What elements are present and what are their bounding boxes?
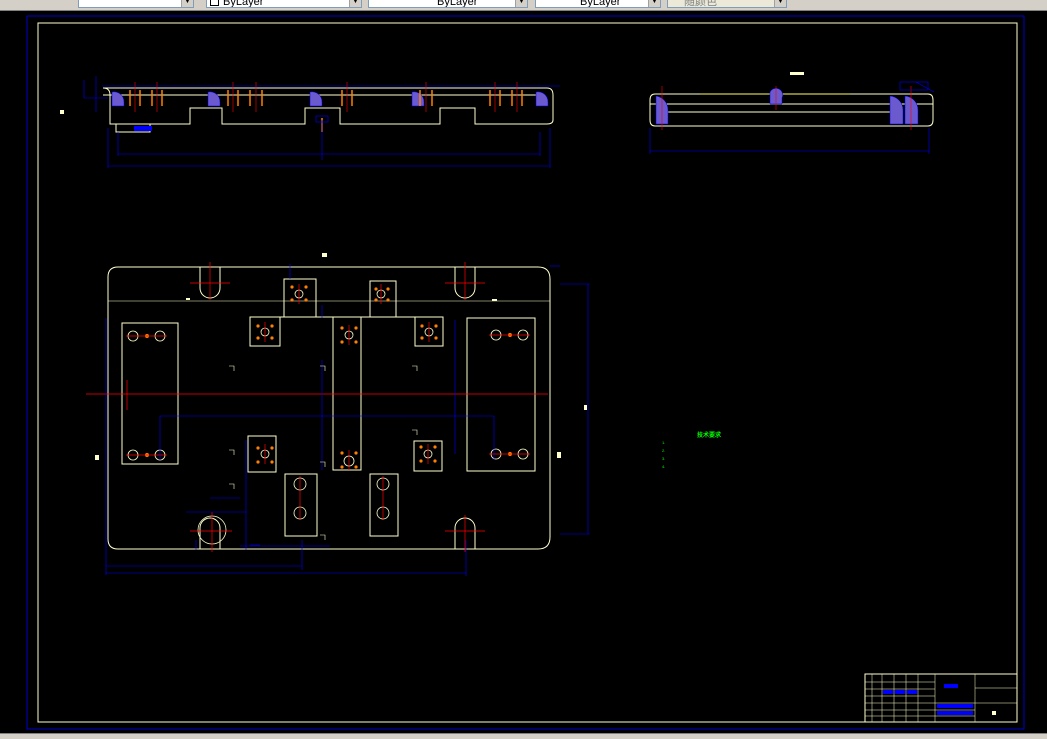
lineweight-dropdown-value: ByLayer — [580, 0, 621, 8]
linetype-dropdown-value: ByLayer — [437, 0, 478, 8]
technical-requirement-item: 4. — [662, 464, 666, 469]
front-view — [83, 76, 560, 168]
color-dropdown[interactable]: ByLayer ▼ — [206, 0, 362, 8]
drawing-canvas[interactable] — [0, 10, 1047, 738]
layer-dropdown[interactable]: ▼ — [78, 0, 194, 8]
side-view — [649, 72, 935, 154]
chevron-down-icon[interactable]: ▼ — [774, 0, 786, 7]
color-dropdown-value: ByLayer — [223, 0, 264, 8]
chevron-down-icon[interactable]: ▼ — [349, 0, 361, 7]
technical-requirements-title: 技术要求 — [697, 433, 722, 439]
side-view-label — [790, 72, 804, 75]
color-swatch-icon — [210, 0, 219, 6]
technical-requirement-item: 1. — [662, 440, 666, 445]
command-line[interactable] — [0, 733, 1047, 739]
chevron-down-icon[interactable]: ▼ — [648, 0, 660, 7]
plotstyle-dropdown[interactable]: 随颜色 ▼ — [667, 0, 787, 8]
linetype-dropdown[interactable]: ByLayer ▼ — [368, 0, 528, 8]
plotstyle-dropdown-value: 随颜色 — [684, 0, 717, 8]
sheet-outer-frame — [26, 15, 1025, 730]
sheet-inner-frame — [37, 22, 1018, 723]
chevron-down-icon[interactable]: ▼ — [515, 0, 527, 7]
chevron-down-icon[interactable]: ▼ — [181, 0, 193, 7]
top-view — [60, 110, 590, 576]
technical-requirement-item: 2. — [662, 448, 666, 453]
lineweight-dropdown[interactable]: ByLayer ▼ — [535, 0, 661, 8]
technical-requirement-item: 3. — [662, 456, 666, 461]
title-block — [864, 673, 1018, 723]
properties-toolbar: ▼ ByLayer ▼ ByLayer ▼ ByLayer ▼ 随颜色 ▼ — [0, 0, 1047, 11]
